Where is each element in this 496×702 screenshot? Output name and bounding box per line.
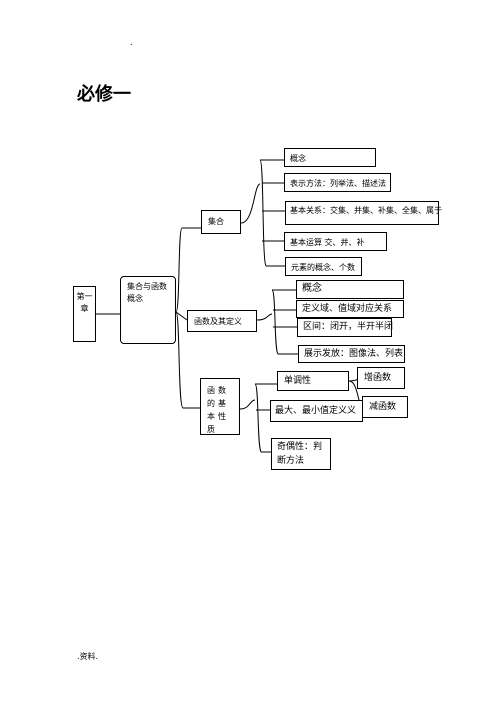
property-monotonicity: 单调性 xyxy=(277,371,349,391)
footer-text: .资料. xyxy=(77,652,99,661)
property-decreasing-function: 减函数 xyxy=(362,396,408,418)
property-max-min: 最大、最小值定义义 xyxy=(270,400,363,422)
set-item-notation: 表示方法：列举法、描述法 xyxy=(284,173,391,192)
branch-function-definition: 函数及其定义 xyxy=(187,310,257,332)
function-item-representation: 展示发放：图像法、列表 xyxy=(298,345,405,363)
property-increasing-function: 增函数 xyxy=(357,367,405,389)
function-item-concept: 概念 xyxy=(296,280,404,299)
set-item-elements: 元素的概念、个数 xyxy=(285,257,362,276)
header-dot: . xyxy=(130,38,133,47)
branch-function-properties: 函数的基本性质 xyxy=(200,378,240,435)
function-item-domain-range: 定义域、值域对应关系 xyxy=(296,300,404,318)
set-item-relations: 基本关系：交集、并集、补集、全集、属于 xyxy=(285,201,442,225)
chapter-box: 第一章 xyxy=(73,286,96,342)
page-title: 必修一 xyxy=(77,84,131,105)
root-box-set-and-function: 集合与函数概念 xyxy=(120,276,176,344)
branch-set: 集合 xyxy=(201,210,241,234)
property-parity: 奇偶性：判断方法 xyxy=(271,438,331,470)
set-item-operations: 基本运算 交、并、补 xyxy=(284,232,387,251)
function-item-interval: 区间：闭开，半开半闭 xyxy=(297,318,393,337)
set-item-concept: 概念 xyxy=(284,148,376,167)
